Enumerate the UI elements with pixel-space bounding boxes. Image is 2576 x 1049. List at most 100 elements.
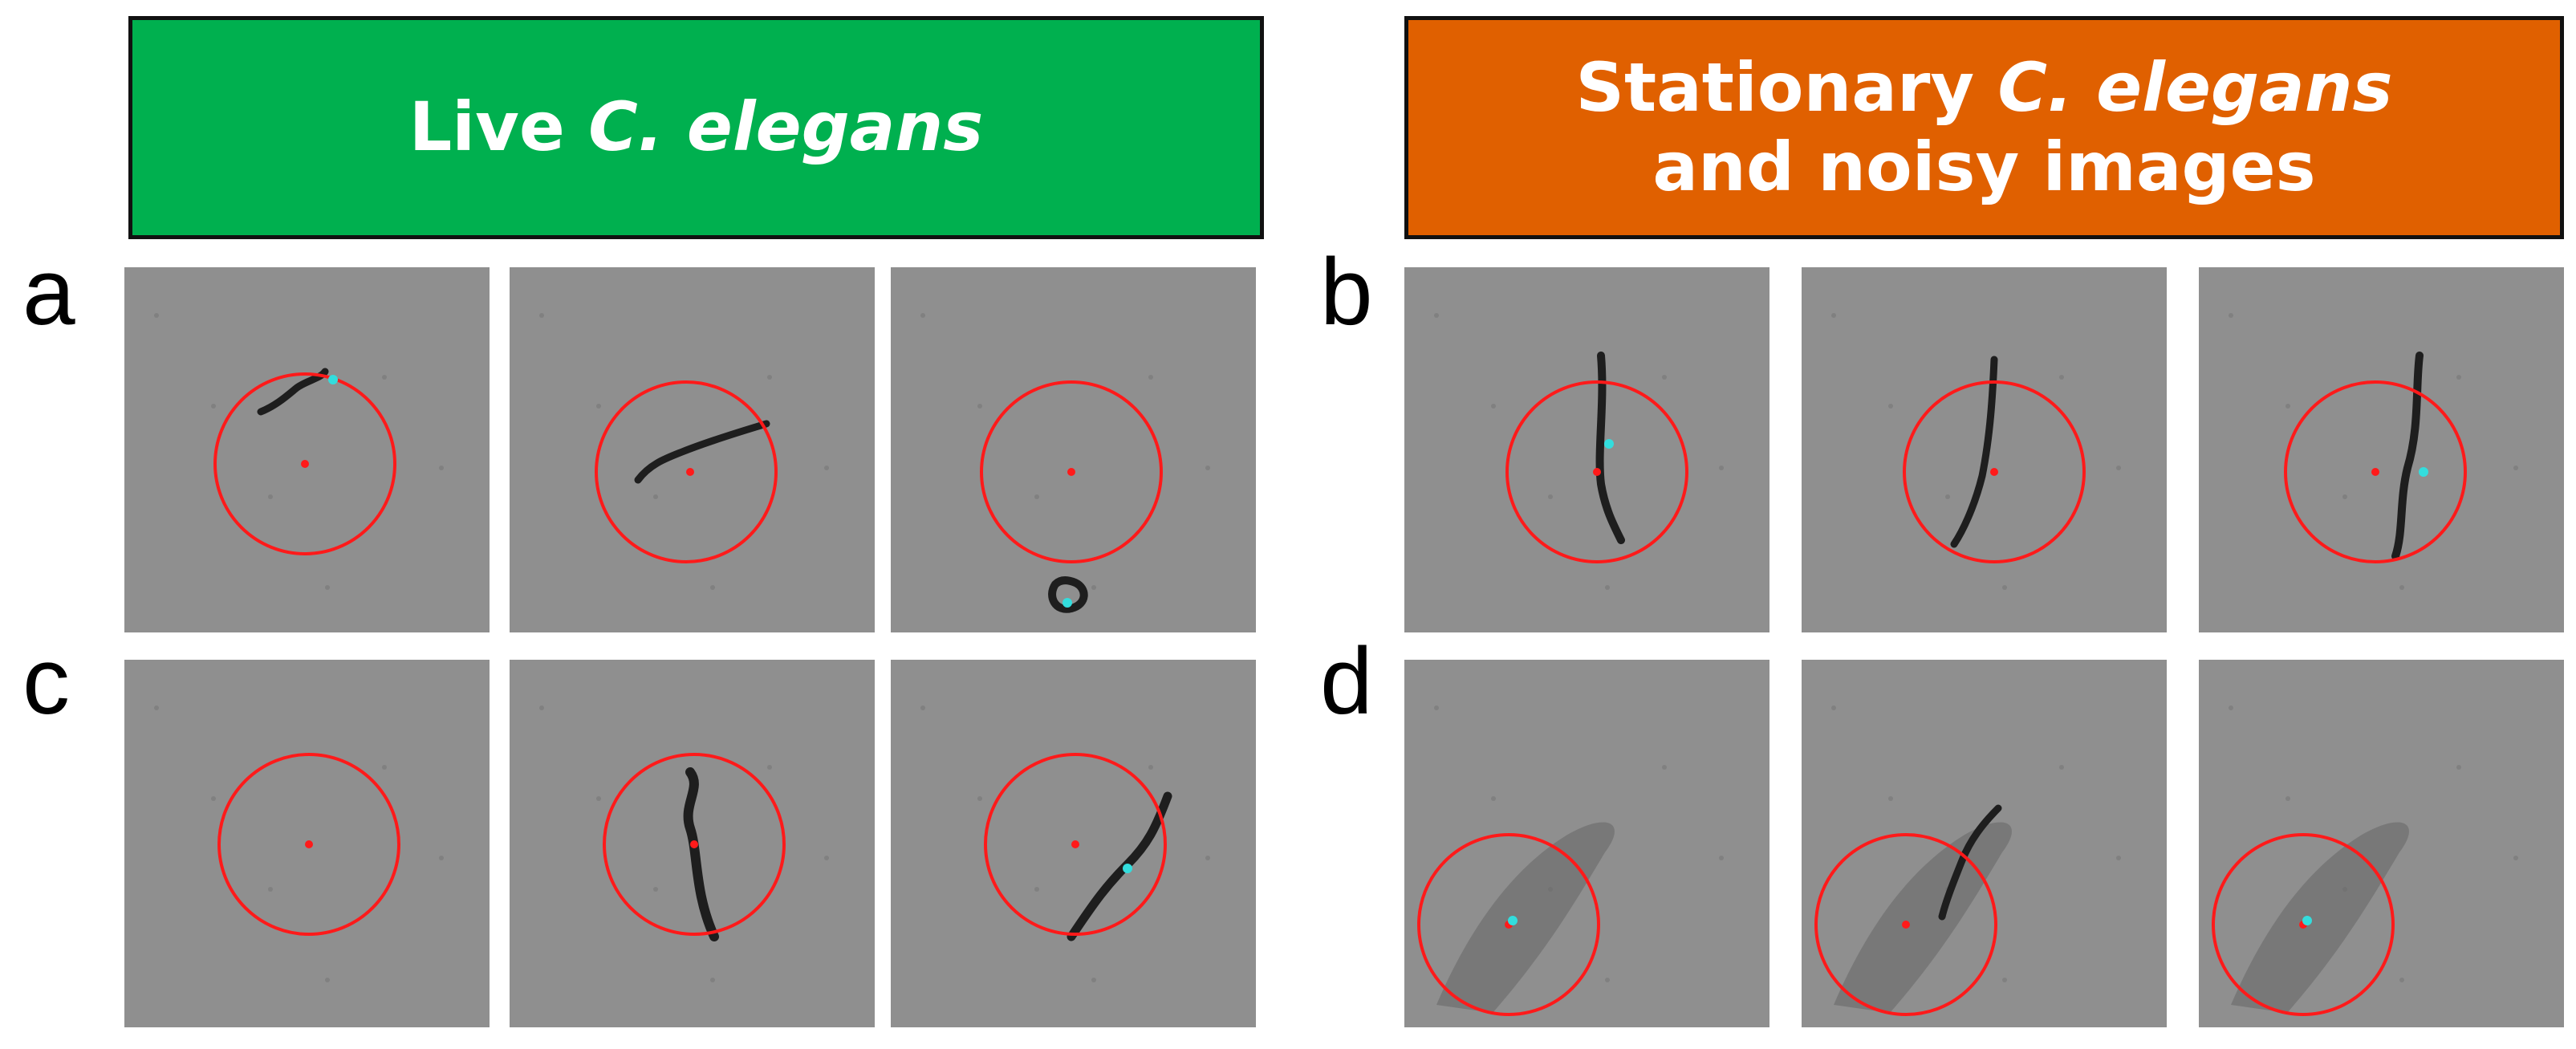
center-marker — [690, 840, 698, 848]
noise-speck — [653, 887, 658, 892]
tile-b1-image — [1404, 267, 1769, 632]
worm — [1048, 576, 1088, 613]
noise-speck — [1945, 494, 1950, 499]
noise-speck — [2399, 978, 2404, 982]
noise-speck — [2116, 466, 2121, 470]
noise-speck — [2059, 375, 2064, 380]
noise-speck — [1605, 585, 1610, 590]
banner-stat-prefix: Stationary — [1575, 47, 1998, 127]
noise-speck — [268, 887, 273, 892]
noise-speck — [1888, 796, 1893, 801]
tile-d2-image — [1802, 660, 2167, 1027]
detection-circle — [1417, 833, 1600, 1016]
noise-speck — [1034, 494, 1039, 499]
tile-b3 — [2199, 267, 2564, 632]
tile-b3-image — [2199, 267, 2564, 632]
debris-blob — [1436, 822, 1615, 1013]
tile-d1-image — [1404, 660, 1769, 1027]
noise-speck — [211, 796, 216, 801]
noise-speck — [268, 494, 273, 499]
noise-speck — [1719, 466, 1724, 470]
noise-speck — [2456, 765, 2461, 770]
noise-speck — [2285, 796, 2290, 801]
noise-speck — [1434, 313, 1439, 318]
banner-live-prefix: Live — [408, 87, 589, 167]
worm-marker — [2419, 467, 2428, 477]
center-marker — [1067, 468, 1075, 476]
tile-c2-image — [510, 660, 875, 1027]
detection-circle — [217, 753, 400, 936]
tile-d2 — [1802, 660, 2167, 1027]
detection-circle — [2212, 833, 2395, 1016]
noise-speck — [653, 494, 658, 499]
detection-circle — [595, 380, 778, 563]
noise-speck — [824, 466, 829, 470]
noise-speck — [2002, 978, 2007, 982]
noise-speck — [539, 705, 544, 710]
panel-label-a: a — [22, 239, 75, 345]
banner-live-c-elegans: Live C. elegans — [128, 16, 1264, 239]
noise-speck — [1205, 856, 1210, 860]
noise-speck — [596, 796, 601, 801]
noise-speck — [439, 466, 444, 470]
noise-speck — [2229, 705, 2233, 710]
noise-speck — [2059, 765, 2064, 770]
noise-speck — [2342, 494, 2347, 499]
panel-label-c: c — [22, 628, 70, 734]
noise-speck — [382, 375, 387, 380]
noise-speck — [2229, 313, 2233, 318]
center-marker — [686, 468, 694, 476]
noise-speck — [824, 856, 829, 860]
tile-background — [124, 267, 490, 632]
noise-speck — [1034, 887, 1039, 892]
noise-speck — [1831, 313, 1836, 318]
noise-speck — [211, 404, 216, 409]
panel-label-d: d — [1320, 628, 1373, 734]
noise-speck — [767, 375, 772, 380]
tile-b1 — [1404, 267, 1769, 632]
noise-speck — [2399, 585, 2404, 590]
noise-speck — [1831, 705, 1836, 710]
noise-speck — [1091, 978, 1096, 982]
worm-marker — [2302, 916, 2312, 925]
worm-marker — [1508, 916, 1518, 925]
noise-speck — [1148, 375, 1153, 380]
worm — [2391, 352, 2424, 560]
noise-speck — [596, 404, 601, 409]
center-marker — [2371, 468, 2379, 476]
noise-speck — [325, 978, 330, 982]
tile-c3 — [891, 660, 1256, 1027]
noise-speck — [1491, 796, 1496, 801]
detection-circle — [1505, 380, 1688, 563]
tile-b2 — [1802, 267, 2167, 632]
noise-speck — [2285, 404, 2290, 409]
banner-live-italic: C. elegans — [588, 87, 984, 167]
noise-speck — [2513, 856, 2518, 860]
tile-a1 — [124, 267, 490, 632]
tile-background — [2199, 267, 2564, 632]
noise-speck — [325, 585, 330, 590]
tile-d3-image — [2199, 660, 2564, 1027]
center-marker — [305, 840, 313, 848]
detection-circle — [2284, 380, 2467, 563]
tile-a3-image — [891, 267, 1256, 632]
tile-a1-image — [124, 267, 490, 632]
noise-speck — [1091, 585, 1096, 590]
tile-a2 — [510, 267, 875, 632]
noise-speck — [1662, 765, 1667, 770]
noise-speck — [439, 856, 444, 860]
noise-speck — [2116, 856, 2121, 860]
noise-speck — [1605, 978, 1610, 982]
noise-speck — [154, 313, 159, 318]
tile-a2-image — [510, 267, 875, 632]
tile-background — [891, 267, 1256, 632]
detection-circle — [1903, 380, 2086, 563]
detection-circle — [603, 753, 786, 936]
worm-marker — [328, 375, 338, 384]
panel-label-b: b — [1320, 239, 1373, 345]
tile-d1 — [1404, 660, 1769, 1027]
banner-stat-line2: and noisy images — [1652, 128, 2316, 206]
noise-speck — [2456, 375, 2461, 380]
noise-speck — [1205, 466, 1210, 470]
noise-speck — [539, 313, 544, 318]
